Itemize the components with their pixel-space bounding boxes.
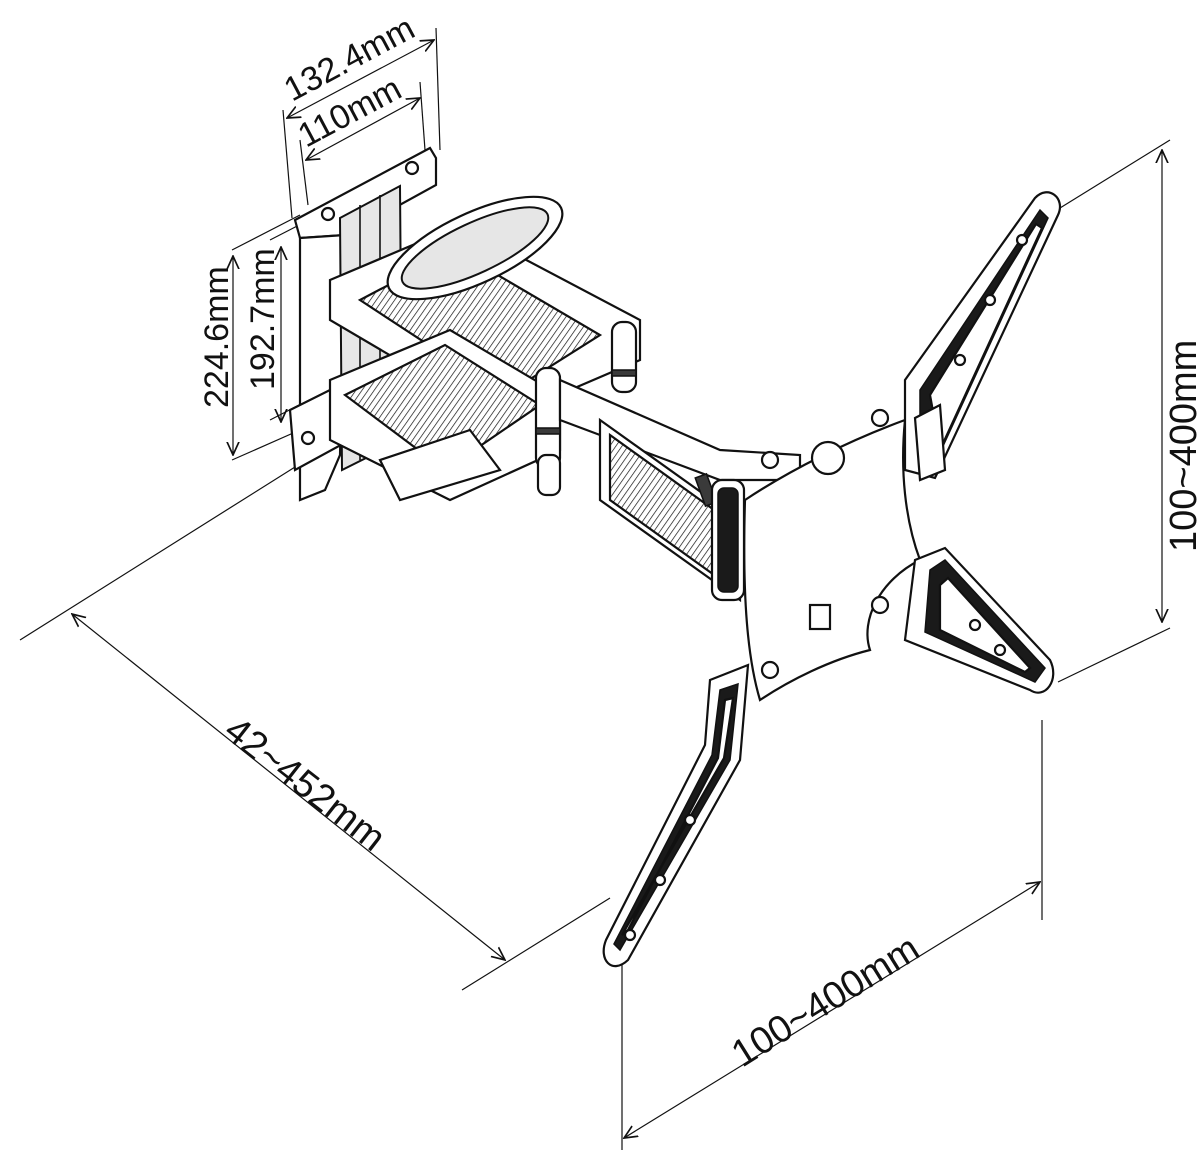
label-vesa-horizontal: 100~400mm [725,928,927,1076]
vesa-head-plate [743,408,922,702]
label-vesa-vertical: 100~400mm [1163,340,1200,552]
label-plate-height-inner: 192.7mm [244,248,282,390]
vesa-arm-right [903,546,1055,694]
arm-end-block [710,478,746,602]
label-extension: 42~452mm [216,709,393,860]
label-plate-height-outer: 224.6mm [198,266,236,408]
vesa-arm-top [903,191,1061,482]
articulating-arms [328,195,802,603]
vesa-arm-bottom [602,663,750,968]
dimension-lines [19,27,1171,1150]
